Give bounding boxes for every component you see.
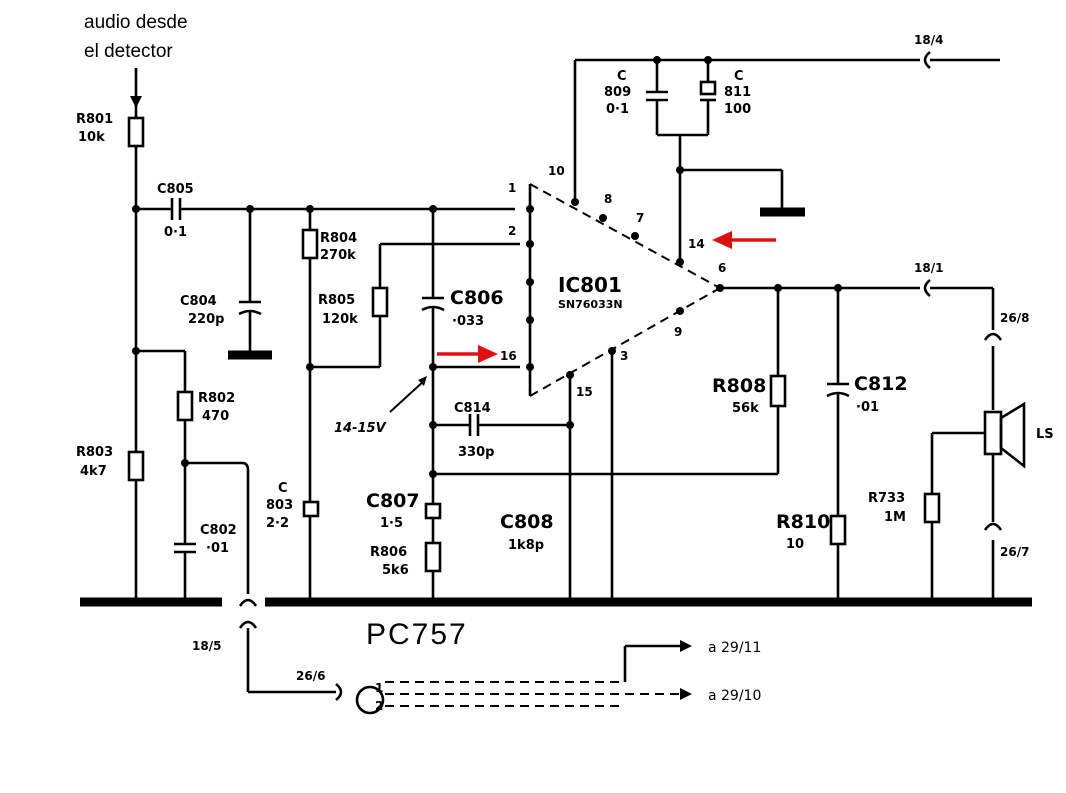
c803-prefix: C [278,481,288,496]
c811-value: 100 [724,102,751,117]
c804-value: 220p [188,312,224,327]
pin-1-label: 1 [508,181,516,195]
connector-26-8: 26/8 [1000,311,1029,325]
c811-capacitor [699,80,717,96]
pin-15-label: 15 [576,385,593,399]
highlight-arrows [437,231,776,363]
c811-prefix: C [734,69,744,84]
ic801-amplifier [526,58,920,602]
output-29-11: a 29/11 [708,640,761,656]
header-line2: el detector [84,41,173,62]
c804-ref: C804 [180,294,217,309]
c811-ref: 811 [724,85,751,100]
c809-prefix: C [617,69,627,84]
blank-patch [375,40,411,132]
pin-6-label: 6 [718,261,726,275]
pin-2-label: 2 [508,224,516,238]
r805-value: 120k [322,312,358,327]
pin-3-label: 3 [620,349,628,363]
r804-resistor [301,228,319,260]
pin-14-label: 14 [688,237,705,251]
r801-resistor [127,116,145,148]
speaker-cone [999,401,1026,469]
output-29-10: a 29/10 [708,688,761,704]
r733-resistor [923,492,941,524]
r803-ref: R803 [76,445,113,460]
c814-value: 330p [458,445,494,460]
r733-ref: R733 [868,491,905,506]
connector-18-4: 18/4 [914,33,943,47]
r810-value: 10 [786,537,804,552]
c806-value: ·033 [452,314,484,329]
r808-resistor [769,374,787,408]
c802-ref: C802 [200,523,237,538]
r804-ref: R804 [320,231,357,246]
r802-resistor [176,390,194,422]
c803-ref: 803 [266,498,293,513]
r808-ref: R808 [712,375,766,397]
c807-ref: C807 [366,490,420,512]
input-wiring [127,68,515,702]
pin-8-label: 8 [604,192,612,206]
pin-10-label: 10 [548,164,565,178]
aux-outputs [355,640,692,715]
r806-ref: R806 [370,545,407,560]
c806-ref: C806 [450,287,504,309]
junction-dots [132,166,997,606]
connector-pin-2: 2 [375,699,383,713]
speaker-body [983,410,1003,456]
r733-value: 1M [884,510,906,525]
c809-value: 0·1 [606,102,629,117]
r810-resistor [829,514,847,546]
supply-decoupling [646,56,717,137]
c807-capacitor [424,502,442,520]
c803-value: 2·2 [266,516,289,531]
connector-26-7: 26/7 [1000,545,1029,559]
r808-value: 56k [732,401,759,416]
ls-ref: LS [1036,427,1054,442]
c812-ref: C812 [854,373,908,395]
c805-value: 0·1 [164,225,187,240]
r801-value: 10k [78,130,105,145]
r810-ref: R810 [776,511,830,533]
ic-part: SN76033N [558,298,623,311]
r805-resistor [371,286,389,318]
r806-value: 5k6 [382,563,409,578]
c802-value: ·01 [206,541,229,556]
voltage-label: 14-15V [334,421,387,436]
pin-16-label: 16 [500,349,517,363]
connector-26-6: 26/6 [296,669,325,683]
r802-value: 470 [202,409,229,424]
c809-ref: 809 [604,85,631,100]
header-line1: audio desde [84,12,188,33]
board-label: PC757 [366,618,468,651]
r804-value: 270k [320,248,356,263]
c803-capacitor [302,500,320,518]
r803-value: 4k7 [80,464,107,479]
r801-ref: R801 [76,112,113,127]
ic-ref: IC801 [558,273,622,297]
pin-9-label: 9 [674,325,682,339]
connector-18-1: 18/1 [914,261,943,275]
c808-ref: C808 [500,511,554,533]
output-network [769,50,1026,602]
r806-resistor [424,541,442,573]
c805-ref: C805 [157,182,194,197]
pin-7-label: 7 [636,211,644,225]
connector-18-5: 18/5 [192,639,221,653]
c812-value: ·01 [856,400,879,415]
c807-value: 1·5 [380,516,403,531]
r803-resistor [127,450,145,482]
c808-value: 1k8p [508,538,544,553]
connector-pin-1: 1 [375,681,383,695]
c814-ref: C814 [454,401,491,416]
r802-ref: R802 [198,391,235,406]
r805-ref: R805 [318,293,355,308]
